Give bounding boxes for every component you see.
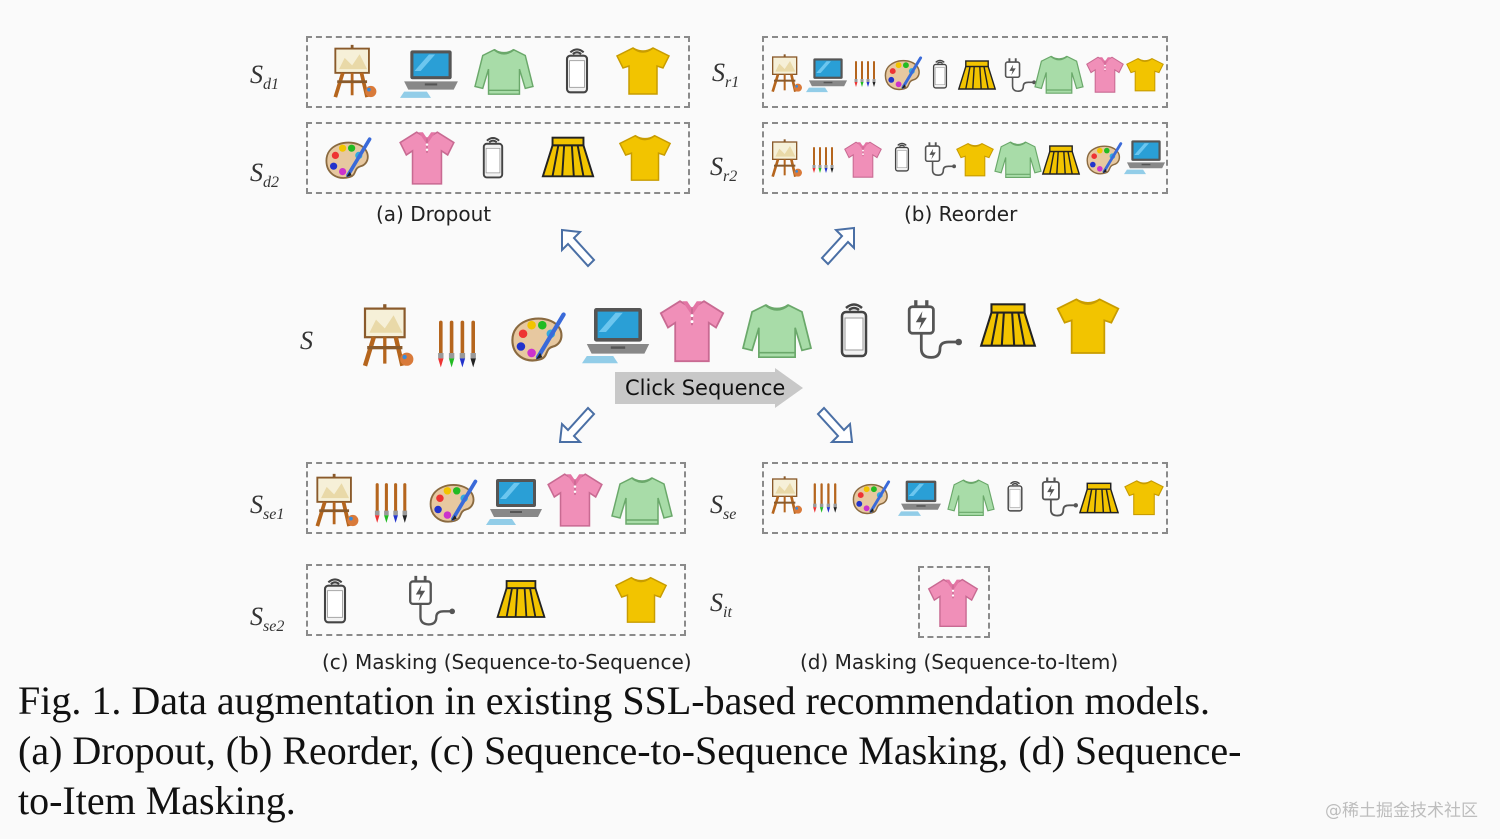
masking-s2i-box-1	[762, 462, 1168, 534]
polo-shirt-icon	[654, 294, 730, 366]
label-sse2: Sse2	[250, 602, 285, 635]
label-sr2: Sr2	[710, 152, 738, 185]
charger-icon	[396, 574, 458, 630]
tshirt-icon	[1050, 290, 1126, 360]
masking-s2s-box-2	[306, 564, 686, 636]
palette-icon	[1082, 138, 1126, 180]
polo-shirt-icon	[1084, 50, 1126, 98]
skirt-icon	[956, 52, 998, 98]
sublabel-dropout: (a) Dropout	[376, 202, 492, 226]
skirt-icon	[484, 572, 558, 626]
tshirt-icon	[612, 128, 678, 186]
label-sd2: Sd2	[250, 158, 279, 191]
label-sr1: Sr1	[712, 58, 740, 91]
easel-icon	[308, 468, 364, 532]
label-sd1: Sd1	[250, 60, 279, 93]
caption-line-3: to-Item Masking.	[18, 778, 296, 823]
phone-icon	[552, 36, 602, 102]
skirt-icon	[1040, 138, 1082, 182]
label-sse1: Sse1	[250, 490, 285, 523]
charger-icon	[998, 52, 1036, 100]
laptop-icon	[1124, 128, 1168, 182]
caption-line-1: Fig. 1. Data augmentation in existing SS…	[18, 678, 1211, 723]
tshirt-icon	[606, 570, 676, 628]
palette-icon	[880, 52, 926, 96]
figure-caption: Fig. 1. Data augmentation in existing SS…	[18, 676, 1408, 826]
arrow-down-left-icon	[558, 406, 596, 443]
easel-icon	[326, 40, 382, 102]
phone-icon	[310, 566, 360, 632]
label-s: S	[300, 326, 313, 355]
phone-icon	[998, 466, 1032, 524]
tshirt-icon	[1122, 474, 1166, 520]
skirt-icon	[1076, 476, 1122, 520]
brushes-icon	[368, 478, 414, 528]
label-sit: Sit	[710, 588, 732, 621]
palette-icon	[420, 474, 486, 530]
tshirt-icon	[954, 136, 996, 182]
figure: Sd1 Sd2 Sr1 Sr2 S Sse1 Sse2 Sse Sit (a) …	[250, 36, 1168, 674]
sublabel-reorder: (b) Reorder	[904, 202, 1018, 226]
sublabel-masking-s2i: (d) Masking (Sequence-to-Item)	[800, 650, 1119, 674]
watermark: @稀土掘金技术社区	[1325, 801, 1478, 821]
polo-shirt-icon	[924, 574, 982, 630]
brushes-icon	[808, 138, 838, 182]
masking-s2i-box-2	[918, 566, 990, 638]
masking-s2s-box-1	[306, 462, 686, 534]
polo-shirt-icon	[544, 468, 606, 530]
easel-icon	[766, 44, 806, 102]
sweater-icon	[994, 136, 1042, 182]
polo-shirt-icon	[842, 136, 884, 182]
skirt-icon	[530, 128, 606, 186]
phone-icon	[470, 124, 516, 188]
tshirt-icon	[610, 40, 676, 100]
charger-icon	[918, 136, 956, 184]
palette-icon	[312, 132, 384, 186]
sweater-icon	[466, 42, 542, 100]
caption-line-2: (a) Dropout, (b) Reorder, (c) Sequence-t…	[18, 728, 1242, 773]
sweater-icon	[944, 474, 998, 520]
phone-icon	[824, 286, 884, 370]
sweater-icon	[606, 470, 678, 530]
palette-icon	[496, 306, 580, 370]
sublabel-masking-s2s: (c) Masking (Sequence-to-Sequence)	[322, 650, 692, 674]
label-sse: Sse	[710, 490, 737, 523]
reorder-box-1	[762, 36, 1168, 108]
phone-icon	[886, 128, 918, 184]
dropout-box-2	[306, 122, 690, 194]
arrow-up-right-icon	[820, 226, 855, 266]
easel-icon	[766, 466, 806, 524]
sweater-icon	[730, 296, 824, 364]
skirt-icon	[966, 294, 1050, 356]
arrow-up-left-icon	[561, 228, 596, 268]
brushes-icon	[850, 52, 880, 96]
phone-icon	[924, 44, 956, 102]
laptop-icon	[898, 470, 944, 522]
polo-shirt-icon	[392, 126, 462, 188]
sweater-icon	[1034, 50, 1084, 98]
click-sequence-label: Click Sequence	[625, 376, 786, 400]
charger-icon	[1034, 474, 1078, 522]
brushes-icon	[430, 312, 484, 376]
laptop-icon	[806, 48, 850, 98]
dropout-box-1	[306, 36, 690, 108]
palette-icon	[846, 476, 896, 520]
click-sequence-arrow-icon	[615, 368, 803, 408]
brushes-icon	[808, 476, 842, 520]
arrow-down-right-icon	[816, 406, 854, 443]
reorder-box-2	[762, 122, 1168, 194]
laptop-icon	[486, 468, 546, 530]
easel-icon	[354, 294, 420, 376]
easel-icon	[766, 130, 806, 186]
tshirt-icon	[1124, 50, 1166, 98]
charger-icon	[896, 296, 962, 366]
laptop-icon	[398, 40, 464, 102]
laptop-icon	[582, 296, 654, 368]
